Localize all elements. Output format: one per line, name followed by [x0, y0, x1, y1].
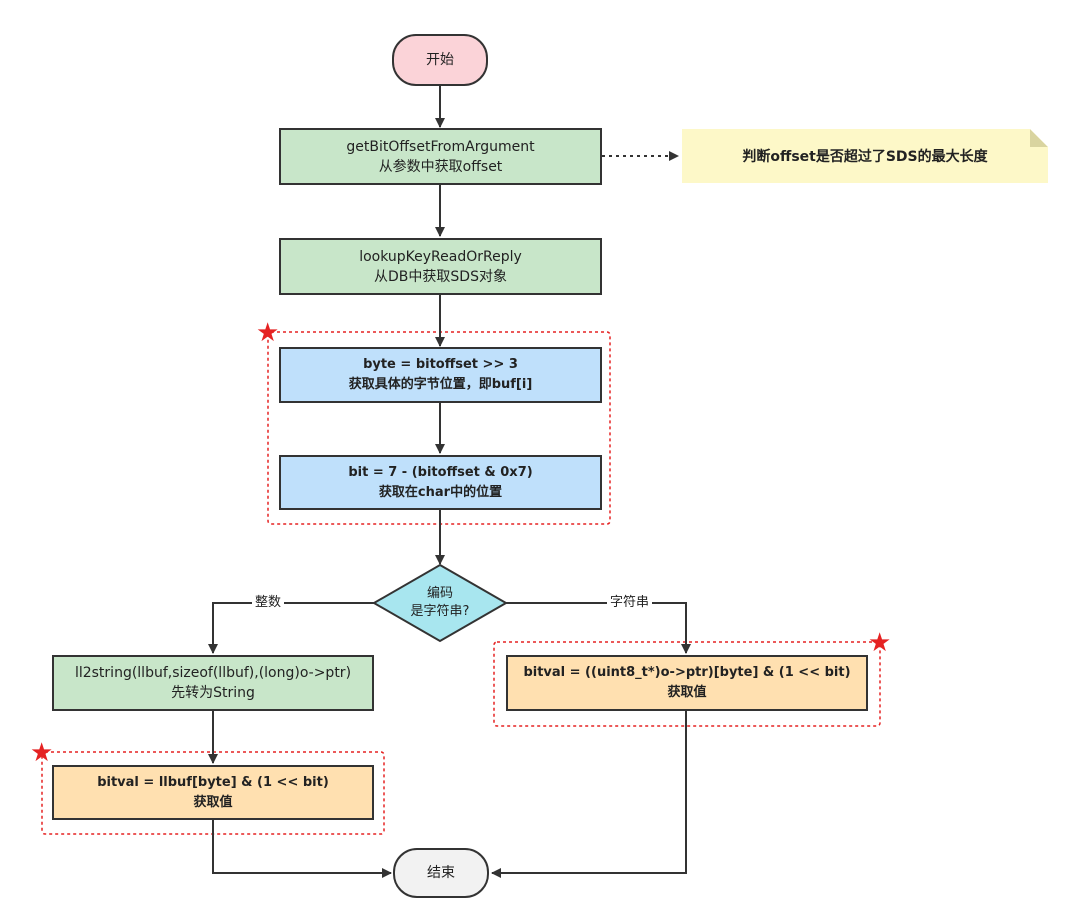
star-icon: ★ — [256, 318, 280, 348]
decision-diamond — [371, 563, 509, 643]
start-node: 开始 — [392, 34, 488, 86]
lookup-step: lookupKeyReadOrReply 从DB中获取SDS对象 — [279, 238, 602, 295]
ll2string-call: ll2string(llbuf,sizeof(llbuf),(long)o->p… — [74, 665, 352, 681]
get-offset-title: getBitOffsetFromArgument — [346, 138, 535, 155]
highlight-frame-bitval-str — [493, 641, 881, 727]
decision-line2: 是字符串? — [410, 604, 470, 619]
edge-decision-string — [506, 602, 691, 654]
lookup-desc: 从DB中获取SDS对象 — [374, 268, 507, 285]
end-node: 结束 — [393, 848, 489, 898]
branch-label-string: 字符串 — [607, 594, 653, 612]
edge-bitval-int-end — [212, 820, 392, 878]
bit-calc-formula: bit = 7 - (bitoffset & 0x7) — [348, 464, 533, 480]
bitval-str-step: bitval = ((uint8_t*)o->ptr)[byte] & (1 <… — [506, 655, 868, 711]
bitval-int-desc: 获取值 — [193, 794, 233, 810]
edge-bitval-str-end — [491, 711, 687, 878]
star-icon: ★ — [868, 628, 892, 658]
star-icon: ★ — [30, 738, 54, 768]
end-label: 结束 — [427, 865, 455, 881]
offset-check-note: 判断offset是否超过了SDS的最大长度 — [682, 129, 1048, 183]
bitval-int-step: bitval = llbuf[byte] & (1 << bit) 获取值 — [52, 765, 374, 820]
ll2string-step: ll2string(llbuf,sizeof(llbuf),(long)o->p… — [52, 655, 374, 711]
note-text: 判断offset是否超过了SDS的最大长度 — [742, 149, 988, 165]
bitval-str-desc: 获取值 — [667, 685, 707, 700]
byte-calc-desc: 获取具体的字节位置，即buf[i] — [348, 377, 533, 392]
start-label: 开始 — [426, 52, 454, 68]
edge-decision-integer — [208, 602, 374, 654]
byte-calc-step: byte = bitoffset >> 3 获取具体的字节位置，即buf[i] — [279, 347, 602, 403]
lookup-title: lookupKeyReadOrReply — [359, 248, 522, 265]
bit-calc-desc: 获取在char中的位置 — [378, 484, 503, 500]
bit-calc-step: bit = 7 - (bitoffset & 0x7) 获取在char中的位置 — [279, 455, 602, 510]
get-offset-desc: 从参数中获取offset — [378, 158, 503, 175]
get-offset-step: getBitOffsetFromArgument 从参数中获取offset — [279, 128, 602, 185]
bitval-int-formula: bitval = llbuf[byte] & (1 << bit) — [97, 774, 329, 790]
decision-text: 编码 是字符串? — [390, 585, 490, 621]
decision-line1: 编码 — [426, 586, 453, 601]
bitval-str-formula: bitval = ((uint8_t*)o->ptr)[byte] & (1 <… — [523, 665, 851, 680]
ll2string-desc: 先转为String — [171, 685, 255, 701]
byte-calc-formula: byte = bitoffset >> 3 — [363, 357, 518, 372]
branch-label-integer: 整数 — [252, 594, 285, 612]
